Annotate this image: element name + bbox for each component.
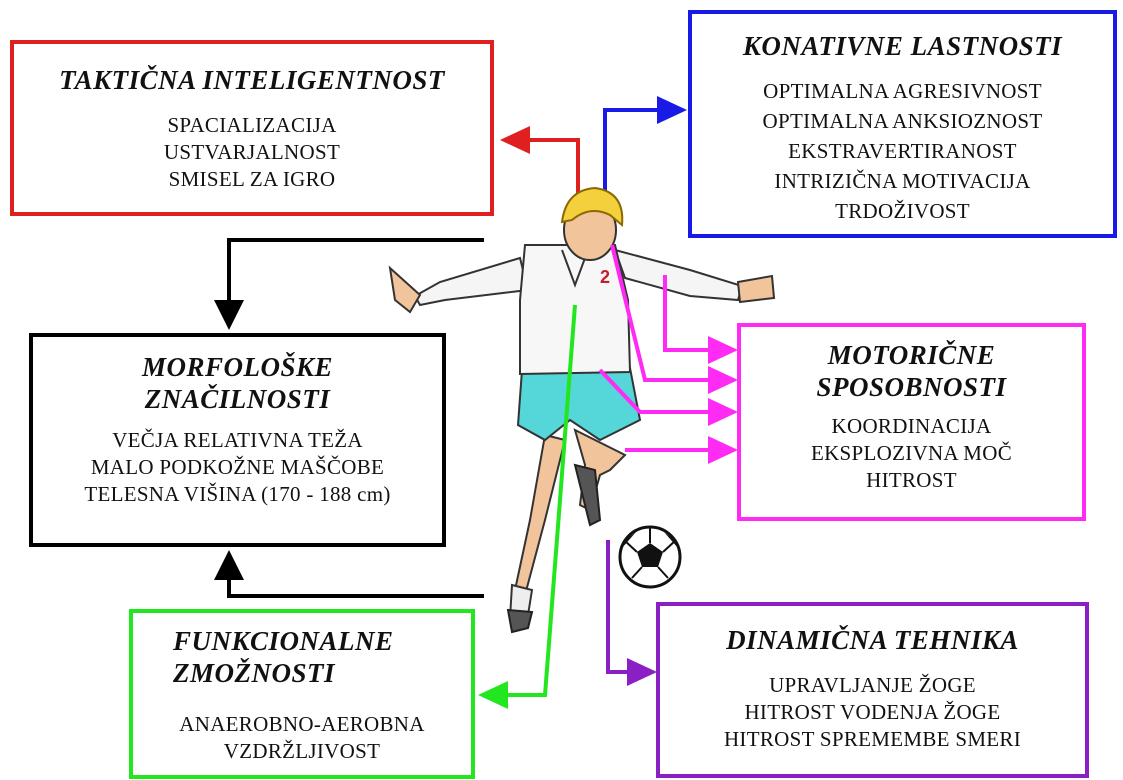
functional-capacities-box: FUNKCIONALNE ZMOŽNOSTI ANAEROBNO-AEROBNA… bbox=[129, 609, 475, 779]
tactical-intelligence-title: TAKTIČNA INTELIGENTNOST bbox=[14, 64, 490, 96]
dynamic-technique-title: DINAMIČNA TEHNIKA bbox=[660, 624, 1085, 656]
morphological-characteristics-box: MORFOLOŠKE ZNAČILNOSTI VEČJA RELATIVNA T… bbox=[29, 333, 446, 547]
morphological-items: VEČJA RELATIVNA TEŽA MALO PODKOŽNE MAŠČO… bbox=[33, 427, 442, 508]
list-item: SMISEL ZA IGRO bbox=[14, 166, 490, 193]
morph-arrowhead-down bbox=[214, 300, 244, 330]
list-item: INTRIZIČNA MOTIVACIJA bbox=[692, 166, 1113, 196]
dynamic-technique-box: DINAMIČNA TEHNIKA UPRAVLJANJE ŽOGE HITRO… bbox=[656, 602, 1089, 778]
list-item: TRDOŽIVOST bbox=[692, 196, 1113, 226]
functional-title-line1: FUNKCIONALNE bbox=[133, 625, 471, 657]
tactical-intelligence-items: SPACIALIZACIJA USTVARJALNOST SMISEL ZA I… bbox=[14, 112, 490, 193]
list-item: KOORDINACIJA bbox=[741, 413, 1082, 440]
motor-title-line2: SPOSOBNOSTI bbox=[741, 371, 1082, 403]
list-item: EKSTRAVERTIRANOST bbox=[692, 136, 1113, 166]
conative-characteristics-box: KONATIVNE LASTNOSTI OPTIMALNA AGRESIVNOS… bbox=[688, 10, 1117, 238]
conative-characteristics-items: OPTIMALNA AGRESIVNOST OPTIMALNA ANKSIOZN… bbox=[692, 76, 1113, 226]
dynamic-technique-items: UPRAVLJANJE ŽOGE HITROST VODENJA ŽOGE HI… bbox=[660, 672, 1085, 753]
morphological-title-line2: ZNAČILNOSTI bbox=[33, 383, 442, 415]
list-item: VEČJA RELATIVNA TEŽA bbox=[33, 427, 442, 454]
functional-title-line2: ZMOŽNOSTI bbox=[133, 657, 471, 689]
conative-characteristics-title: KONATIVNE LASTNOSTI bbox=[692, 30, 1113, 62]
motor-arrowheads bbox=[708, 336, 738, 464]
motor-items: KOORDINACIJA EKSPLOZIVNA MOČ HITROST bbox=[741, 413, 1082, 494]
morph-arrowhead-up bbox=[214, 550, 244, 580]
motor-title-line1: MOTORIČNE bbox=[741, 339, 1082, 371]
list-item: EKSPLOZIVNA MOČ bbox=[741, 440, 1082, 467]
conative-arrow bbox=[605, 96, 687, 210]
list-item: HITROST SPREMEMBE SMERI bbox=[660, 726, 1085, 753]
list-item: HITROST bbox=[741, 467, 1082, 494]
tactical-intelligence-box: TAKTIČNA INTELIGENTNOST SPACIALIZACIJA U… bbox=[10, 40, 494, 216]
list-item: TELESNA VIŠINA (170 - 188 cm) bbox=[33, 481, 442, 508]
list-item: MALO PODKOŽNE MAŠČOBE bbox=[33, 454, 442, 481]
list-item: HITROST VODENJA ŽOGE bbox=[660, 699, 1085, 726]
list-item: USTVARJALNOST bbox=[14, 139, 490, 166]
list-item: OPTIMALNA ANKSIOZNOST bbox=[692, 106, 1113, 136]
motor-abilities-box: MOTORIČNE SPOSOBNOSTI KOORDINACIJA EKSPL… bbox=[737, 323, 1086, 521]
shirt-number: 2 bbox=[600, 267, 610, 287]
morphological-title-line1: MORFOLOŠKE bbox=[33, 351, 442, 383]
tactical-arrow bbox=[500, 126, 578, 210]
list-item: VZDRŽLJIVOST bbox=[133, 738, 471, 765]
list-item: SPACIALIZACIJA bbox=[14, 112, 490, 139]
list-item: ANAEROBNO-AEROBNA bbox=[133, 711, 471, 738]
functional-items: ANAEROBNO-AEROBNA VZDRŽLJIVOST bbox=[133, 711, 471, 765]
soccer-ball-icon bbox=[620, 527, 680, 587]
list-item: UPRAVLJANJE ŽOGE bbox=[660, 672, 1085, 699]
list-item: OPTIMALNA AGRESIVNOST bbox=[692, 76, 1113, 106]
